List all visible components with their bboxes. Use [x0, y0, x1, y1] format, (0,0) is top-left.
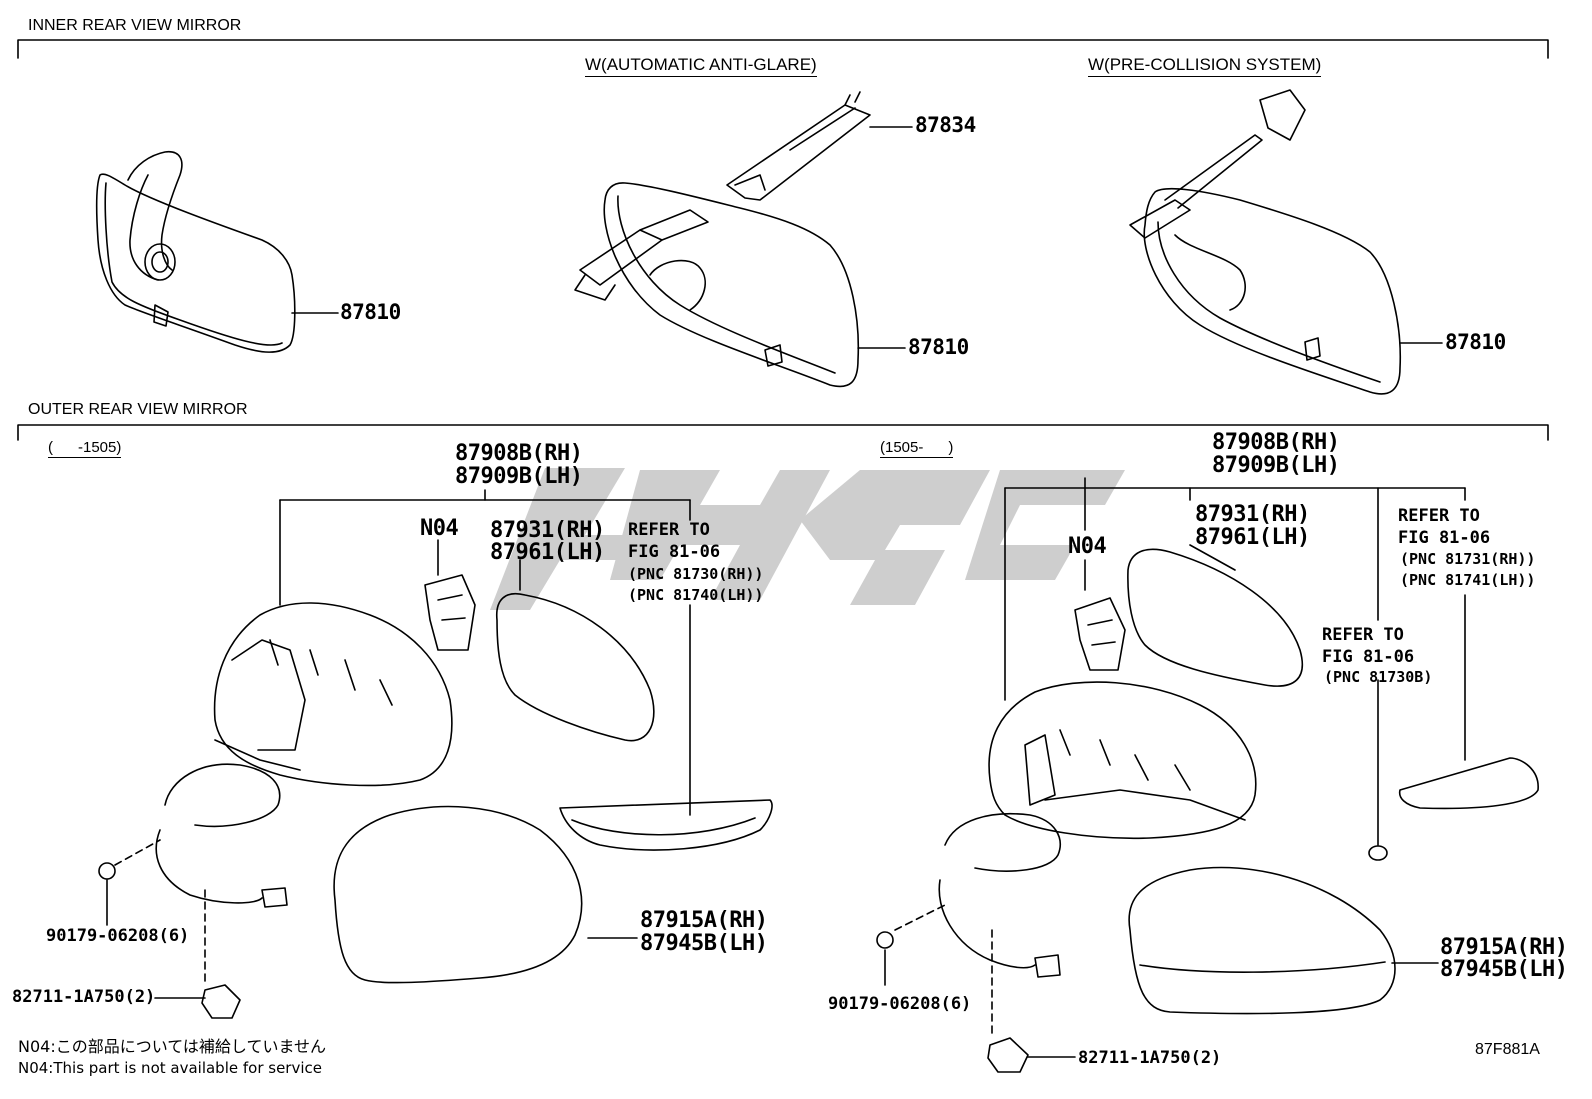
- inner-mirror-anti-glare: [574, 91, 913, 388]
- right-n04: N04: [1068, 534, 1107, 559]
- right-ref-a-line4: (PNC 81741(LH)): [1400, 571, 1536, 589]
- right-housing-rh: 87908B(RH): [1212, 430, 1340, 455]
- note-n04-japanese: N04:この部品については補給していません: [18, 1037, 326, 1056]
- section-frame-outer: [17, 424, 1549, 441]
- section-frame-inner: [17, 39, 1549, 59]
- right-housing-lh: 87909B(LH): [1212, 453, 1340, 478]
- right-cover-lh: 87945B(LH): [1440, 957, 1568, 982]
- left-ref-line3: (PNC 81730(RH)): [628, 565, 764, 583]
- right-ref-b-line2: FIG 81-06: [1322, 647, 1415, 667]
- left-cover-lh: 87945B(LH): [640, 931, 768, 956]
- variant-pre-collision: W(PRE-COLLISION SYSTEM): [1088, 56, 1322, 77]
- right-ref-a-line2: FIG 81-06: [1398, 528, 1491, 548]
- right-glass-rh: 87931(RH): [1195, 502, 1310, 527]
- left-cover-rh: 87915A(RH): [640, 908, 768, 933]
- right-ref-b-line3: (PNC 81730B): [1324, 668, 1433, 686]
- variant-anti-glare: W(AUTOMATIC ANTI-GLARE): [585, 56, 817, 77]
- right-ref-a-line3: (PNC 81731(RH)): [1400, 550, 1536, 568]
- outer-mirror-right: [876, 477, 1539, 1073]
- section-title-inner: INNER REAR VIEW MIRROR: [28, 17, 242, 34]
- inner-mirror-plain: [95, 150, 339, 353]
- left-n04: N04: [420, 516, 459, 541]
- left-housing-lh: 87909B(LH): [455, 464, 583, 489]
- inner-mirror-pre-collision: [1129, 89, 1443, 395]
- part-87810-plain: 87810: [340, 300, 401, 324]
- right-cover-rh: 87915A(RH): [1440, 935, 1568, 960]
- left-housing-rh: 87908B(RH): [455, 441, 583, 466]
- note-n04-english: N04:This part is not available for servi…: [18, 1059, 322, 1077]
- section-title-outer: OUTER REAR VIEW MIRROR: [28, 401, 248, 418]
- range-left: ( -1505): [48, 439, 122, 458]
- left-glass-lh: 87961(LH): [490, 540, 605, 565]
- right-clip: 82711-1A750(2): [1078, 1048, 1222, 1068]
- part-87834: 87834: [915, 113, 976, 137]
- range-right: (1505- ): [880, 439, 954, 458]
- part-87810-anti-glare: 87810: [908, 335, 969, 359]
- left-nut: 90179-06208(6): [46, 926, 190, 946]
- left-clip: 82711-1A750(2): [12, 987, 156, 1007]
- left-ref-line1: REFER TO: [628, 520, 710, 540]
- left-ref-line2: FIG 81-06: [628, 542, 721, 562]
- right-nut: 90179-06208(6): [828, 994, 972, 1014]
- part-87810-pre-collision: 87810: [1445, 330, 1506, 354]
- figure-id: 87F881A: [1475, 1041, 1540, 1058]
- right-glass-lh: 87961(LH): [1195, 525, 1310, 550]
- left-glass-rh: 87931(RH): [490, 518, 605, 543]
- outer-mirror-left: [98, 489, 773, 1019]
- left-ref-line4: (PNC 81740(LH)): [628, 586, 764, 604]
- right-ref-b-line1: REFER TO: [1322, 625, 1404, 645]
- right-ref-a-line1: REFER TO: [1398, 506, 1480, 526]
